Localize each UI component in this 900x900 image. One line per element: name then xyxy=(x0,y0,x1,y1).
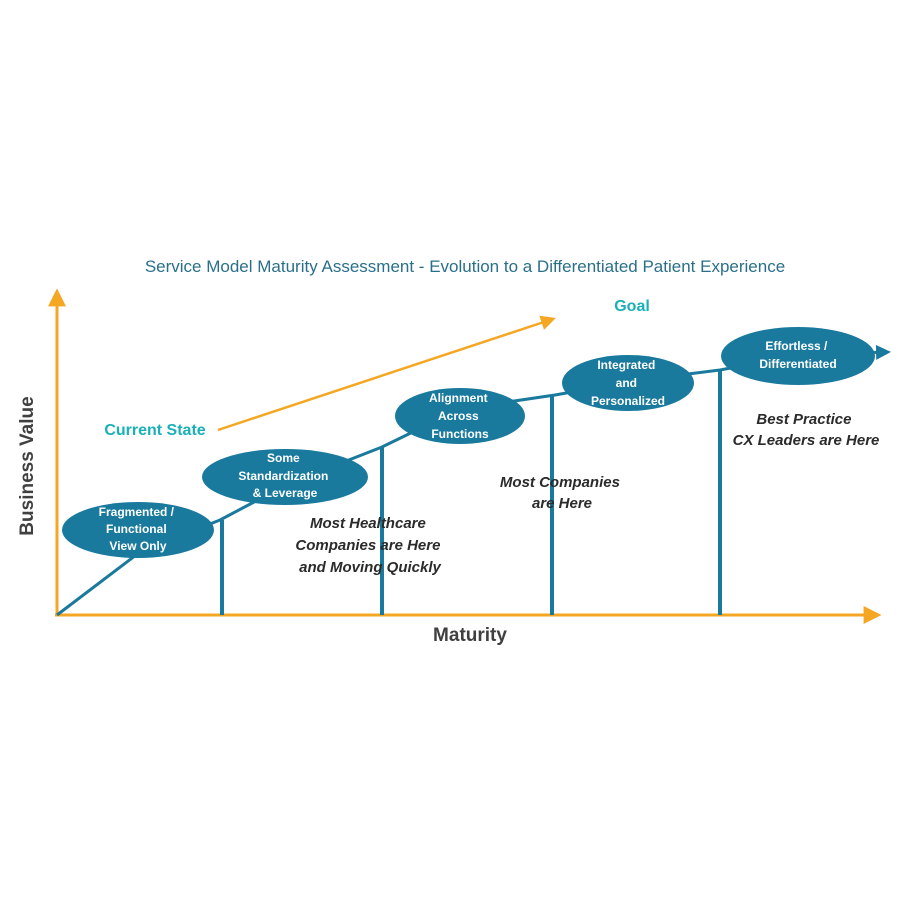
stage-3-line-1: Alignment xyxy=(429,391,488,405)
svg-text:Effortless / Differentia: Effortless / Differentiated xyxy=(759,339,836,371)
stage-4-line-3: Personalized xyxy=(591,394,665,408)
note-2-line-1: Most Companies xyxy=(500,474,620,491)
current-state-label: Current State xyxy=(104,422,205,439)
stage-4-line-2: and xyxy=(616,376,637,390)
stage-alignment: Alignment Across Functions xyxy=(395,388,525,444)
stage-4-line-1: Integrated xyxy=(597,358,655,372)
note-most-companies: Most Companies are Here xyxy=(500,474,624,512)
note-best-practice: Best Practice CX Leaders are Here xyxy=(733,411,880,449)
diagram-title: Service Model Maturity Assessment - Evol… xyxy=(145,257,785,276)
note-3-line-1: Best Practice xyxy=(756,411,851,428)
stage-1-line-1: Fragmented / xyxy=(99,505,175,519)
stage-2-line-1: Some xyxy=(267,451,300,465)
stage-5-line-2: Differentiated xyxy=(759,357,836,371)
x-axis-label: Maturity xyxy=(433,625,507,646)
stage-1-line-3: View Only xyxy=(109,539,166,553)
y-axis-label: Business Value xyxy=(17,396,38,535)
svg-text:Some Standardization: Some Standardization & Leverage xyxy=(238,451,331,500)
trend-arrow xyxy=(217,315,556,432)
note-healthcare: Most Healthcare Companies are Here and M… xyxy=(295,515,444,576)
note-2-line-2: are Here xyxy=(532,495,592,512)
stage-3-line-3: Functions xyxy=(431,427,489,441)
note-1-line-2: Companies are Here xyxy=(295,537,440,554)
note-1-line-3: and Moving Quickly xyxy=(299,559,441,576)
note-1-line-1: Most Healthcare xyxy=(310,515,426,532)
stage-standardization: Some Standardization & Leverage xyxy=(202,449,368,505)
stage-fragmented: Fragmented / Functional View Only xyxy=(62,502,214,558)
svg-text:Alignment Across F: Alignment Across Functions xyxy=(429,391,491,441)
stage-5-line-1: Effortless / xyxy=(765,339,828,353)
stage-integrated: Integrated and Personalized xyxy=(562,355,694,411)
stage-2-line-3: & Leverage xyxy=(253,486,318,500)
stage-2-line-2: Standardization xyxy=(238,469,328,483)
stage-3-line-2: Across xyxy=(438,409,479,423)
note-3-line-2: CX Leaders are Here xyxy=(733,432,880,449)
stage-effortless: Effortless / Differentiated xyxy=(721,327,875,385)
stage-1-line-2: Functional xyxy=(106,522,167,536)
svg-text:Integrated and Per: Integrated and Personalized xyxy=(591,358,665,408)
goal-label: Goal xyxy=(614,298,650,315)
svg-text:Fragmented / Functional: Fragmented / Functional View Only xyxy=(99,505,178,553)
